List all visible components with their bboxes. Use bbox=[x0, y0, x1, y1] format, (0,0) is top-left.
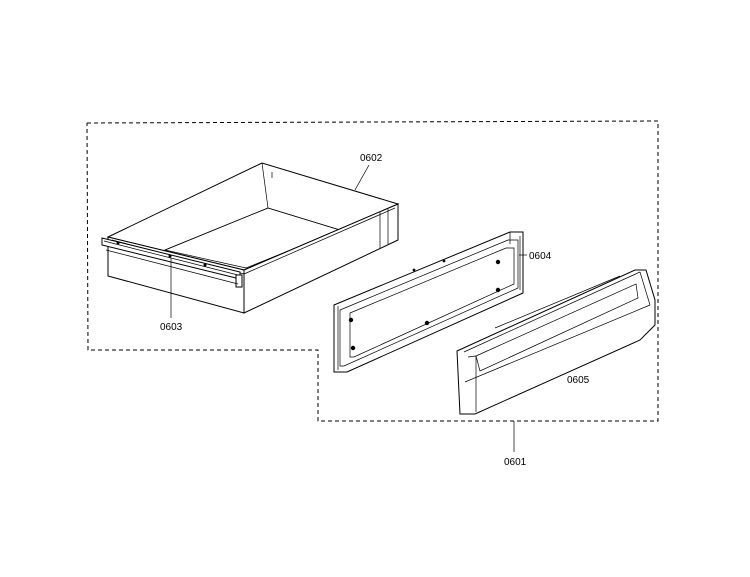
drawer-box-part bbox=[106, 162, 400, 314]
label-0602: 0602 bbox=[360, 153, 383, 164]
label-0605: 0605 bbox=[567, 375, 590, 386]
inner-panel-part bbox=[333, 231, 524, 373]
leader-0602 bbox=[354, 164, 370, 191]
assembly-boundary bbox=[86, 120, 659, 422]
label-0604: 0604 bbox=[529, 251, 552, 262]
label-0601: 0601 bbox=[504, 457, 527, 468]
label-0603: 0603 bbox=[160, 322, 183, 333]
front-panel-part bbox=[456, 269, 656, 415]
